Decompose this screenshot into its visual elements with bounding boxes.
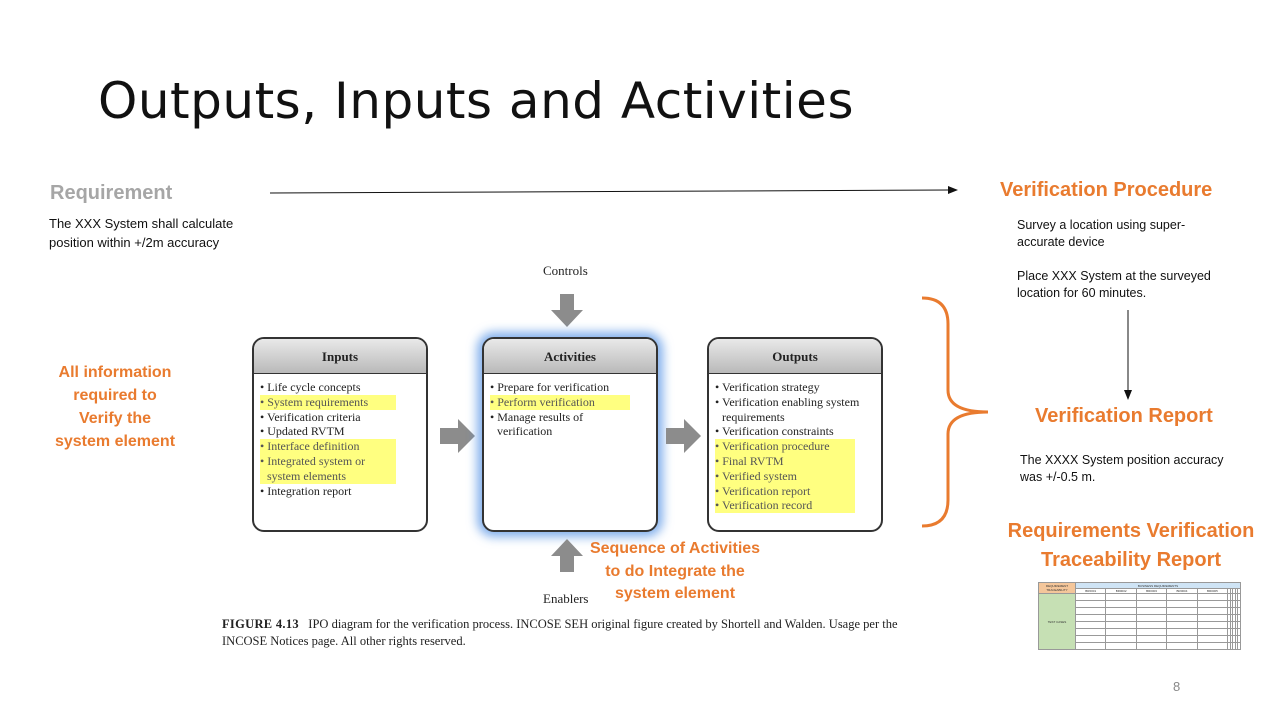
activities-box: Activities • Prepare for verification • … [482, 337, 658, 532]
rvtm-corner: REQUIREMENT TRACEABILITY [1038, 582, 1076, 594]
outputs-item: • Verified system [715, 468, 855, 484]
activities-to-outputs-arrow [666, 419, 701, 453]
outputs-item: • Verification strategy [715, 380, 820, 394]
rvtm-row-header: TEST CASES [1038, 593, 1076, 650]
activities-title: Activities [484, 339, 656, 374]
rvtr-heading: Requirements Verification Traceability R… [1007, 520, 1255, 571]
outputs-item: • Verification constraints [715, 424, 834, 439]
inputs-item: • Updated RVTM [260, 424, 345, 439]
controls-arrow [551, 294, 583, 327]
controls-label: Controls [543, 263, 588, 278]
page-number: 8 [1173, 679, 1181, 694]
outputs-title: Outputs [709, 339, 881, 374]
inputs-item: • Integration report [260, 483, 352, 498]
inputs-item: • Verification criteria [260, 409, 361, 424]
activities-item: • Perform verification [490, 394, 630, 410]
inputs-item: • Integrated system or system elements [260, 453, 396, 484]
inputs-box: Inputs • Life cycle concepts • System re… [252, 337, 428, 532]
outputs-item: • Verification enabling system requireme… [715, 394, 860, 424]
verification-report-heading: Verification Report [1035, 405, 1213, 427]
requirement-to-procedure-arrow [269, 186, 958, 194]
figure-caption-text: IPO diagram for the verification process… [222, 617, 898, 648]
outputs-item: • Verification procedure [715, 439, 855, 454]
outputs-curly-brace [921, 296, 989, 528]
inputs-to-activities-arrow [440, 419, 475, 453]
outputs-item: • Verification report [715, 483, 855, 499]
activities-item: • Prepare for verification [490, 380, 610, 394]
requirement-heading: Requirement [50, 182, 173, 204]
inputs-item: • System requirements [260, 394, 396, 410]
inputs-item: • Interface definition [260, 439, 396, 454]
all-information-annotation: All information required to Verify the s… [54, 364, 176, 450]
verification-report-text: The XXXX System position accuracy was +/… [1020, 453, 1224, 484]
outputs-item: • Verification record [715, 498, 855, 514]
requirement-text: The XXX System shall calculate position … [49, 216, 234, 250]
figure-caption-label: FIGURE 4.13 [222, 617, 299, 631]
figure-caption: FIGURE 4.13 IPO diagram for the verifica… [222, 616, 922, 650]
procedure-to-report-arrow [1124, 310, 1132, 400]
inputs-item: • Life cycle concepts [260, 380, 361, 394]
activities-item: • Manage results of verification [490, 409, 584, 439]
sequence-annotation: Sequence of Activities to do Integrate t… [589, 540, 761, 602]
rvtm-thumbnail: REQUIREMENT TRACEABILITY BUSINESS REQUIR… [1038, 582, 1241, 650]
verification-procedure-heading: Verification Procedure [1000, 179, 1213, 201]
enablers-arrow [551, 539, 583, 572]
verification-procedure-steps: Survey a location using super- accurate … [1017, 218, 1211, 300]
outputs-box: Outputs • Verification strategy • Verifi… [707, 337, 883, 532]
enablers-label: Enablers [543, 591, 589, 606]
inputs-title: Inputs [254, 339, 426, 374]
slide-title: Outputs, Inputs and Activities [98, 72, 854, 130]
outputs-item: • Final RVTM [715, 453, 855, 469]
